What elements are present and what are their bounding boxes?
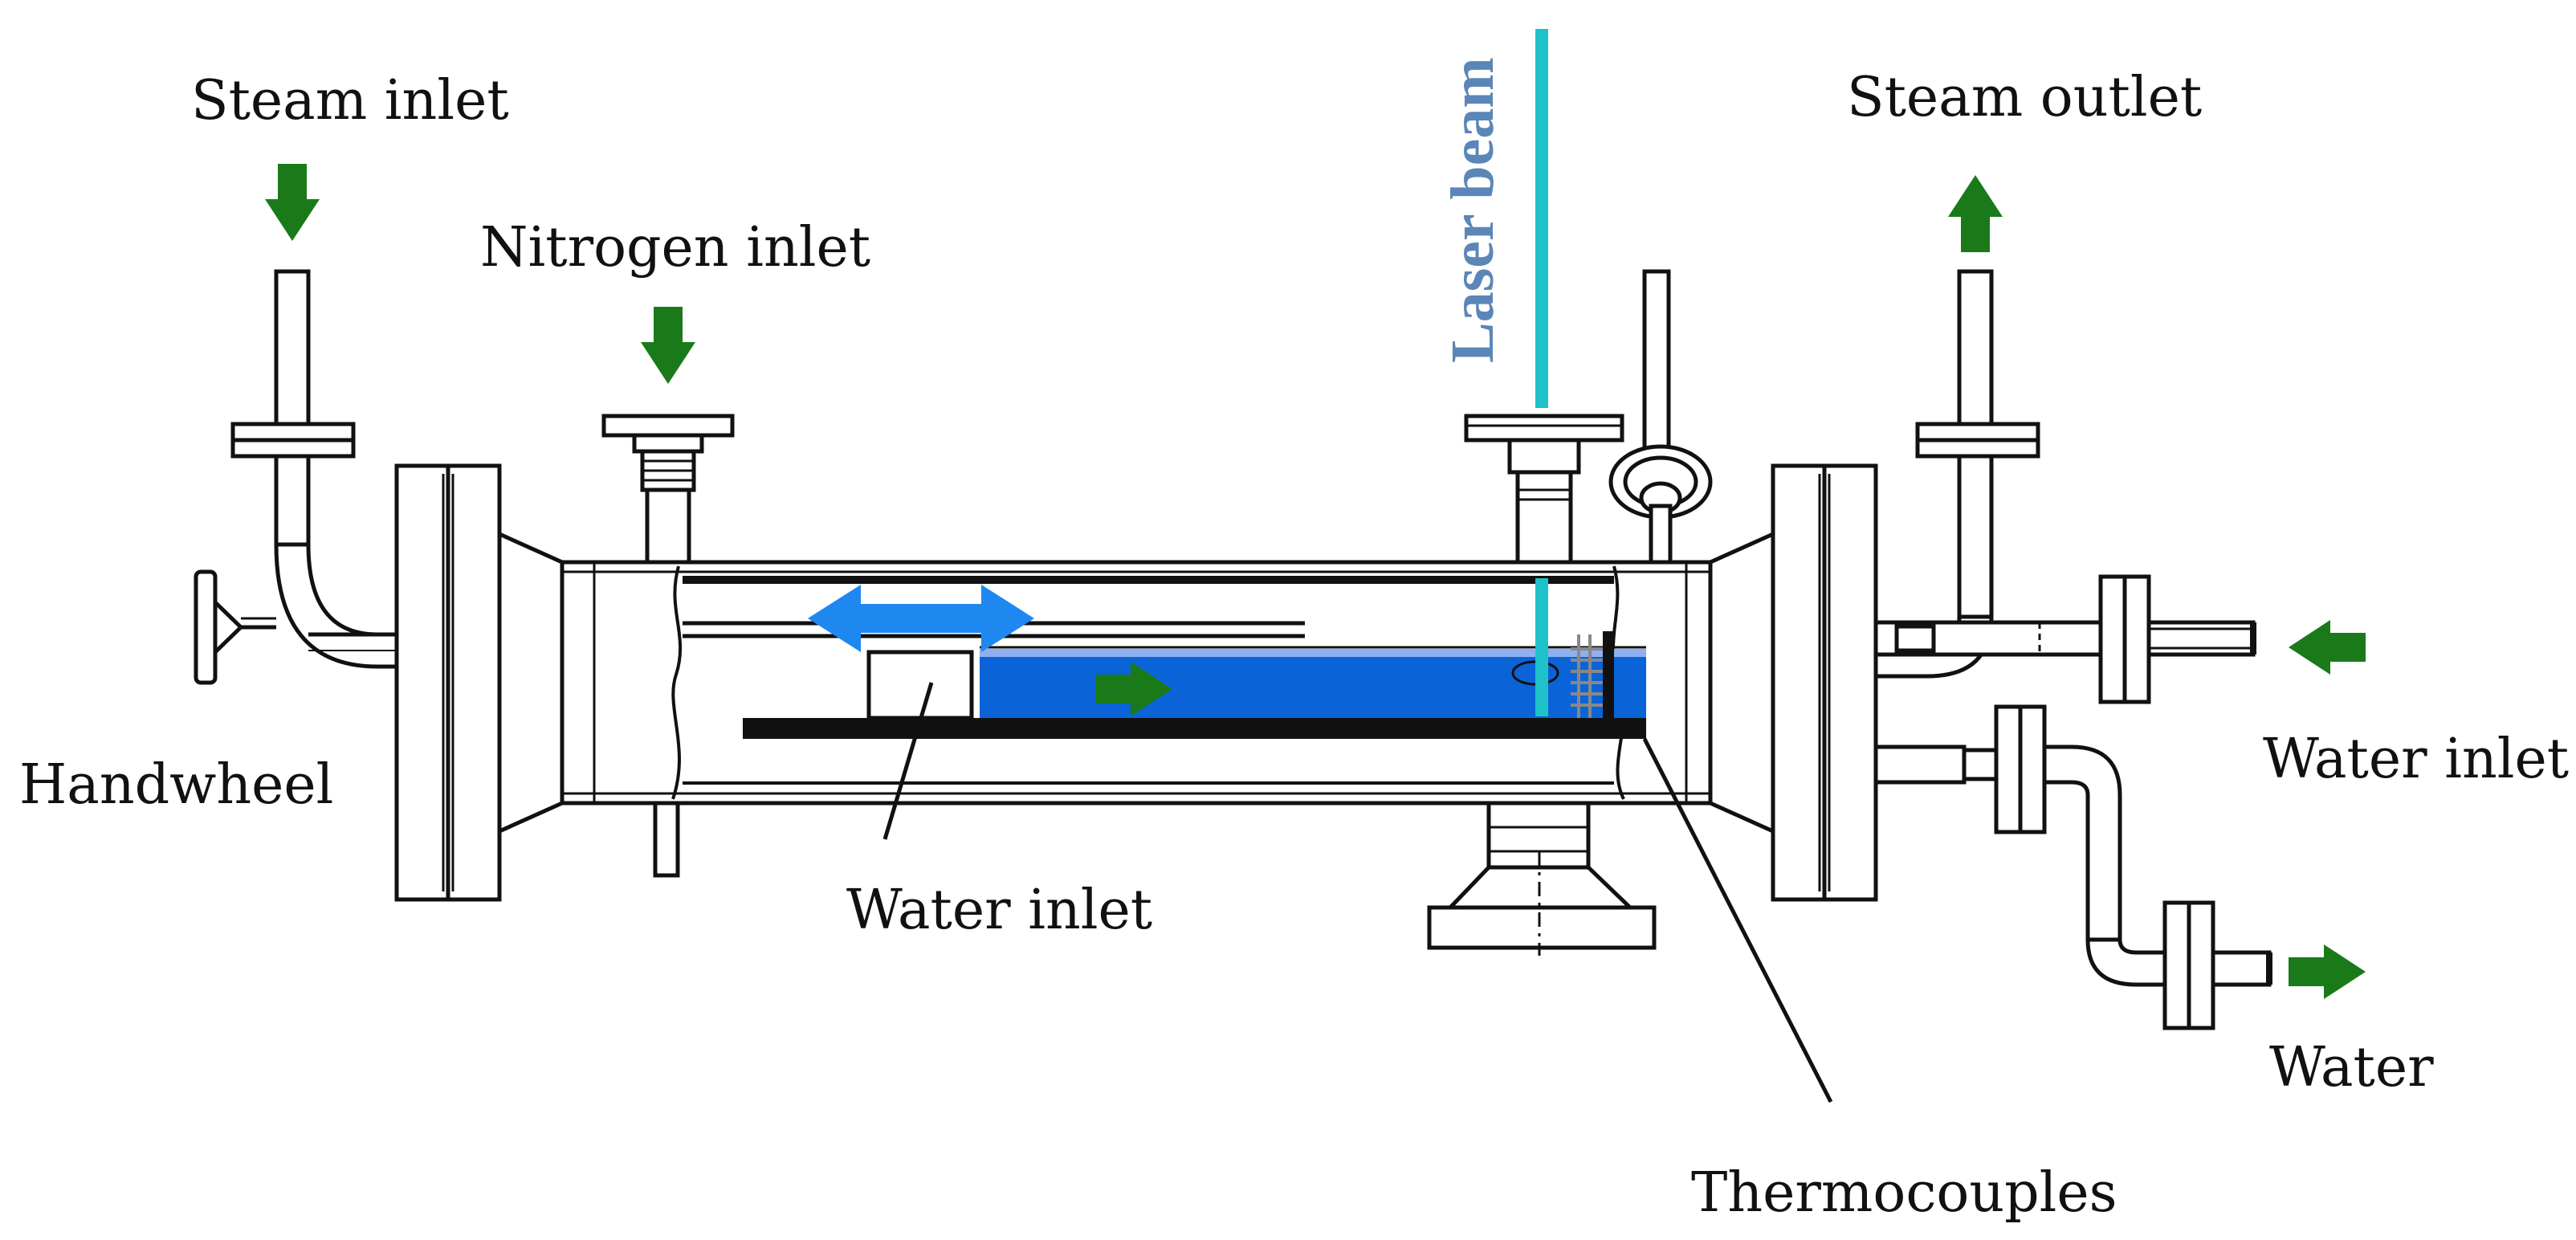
steam-outlet-pipe bbox=[1873, 269, 2040, 679]
nitrogen-inlet-label: Nitrogen inlet bbox=[480, 216, 871, 279]
left-end-flange bbox=[394, 463, 502, 902]
thermocouples-label: Thermocouples bbox=[1691, 1161, 2117, 1225]
nitrogen-inlet-nozzle bbox=[601, 414, 735, 565]
water-outlet-pipe bbox=[1873, 704, 2272, 1030]
right-cone bbox=[1708, 531, 1775, 834]
water-label: Water bbox=[2269, 1036, 2434, 1099]
water-inlet-inner-label: Water inlet bbox=[846, 879, 1153, 942]
traverse-arrow bbox=[808, 585, 1034, 652]
bottom-nozzle bbox=[1427, 801, 1657, 956]
steam-outlet-arrow bbox=[1948, 175, 2003, 252]
water-outlet-arrow bbox=[2289, 944, 2366, 999]
laser-beam bbox=[1535, 29, 1548, 716]
handwheel bbox=[194, 569, 276, 685]
water-inlet-pipe bbox=[1873, 574, 2256, 704]
nitrogen-inlet-arrow bbox=[641, 307, 695, 384]
water-inlet-arrow bbox=[2289, 620, 2366, 675]
steam-inlet-arrow bbox=[265, 164, 320, 241]
water-inlet-box bbox=[866, 650, 974, 720]
bottom-plate bbox=[743, 718, 1646, 739]
steam-inlet-pipe bbox=[230, 269, 399, 669]
steam-inlet-label: Steam inlet bbox=[191, 69, 509, 133]
thermocouple-rake bbox=[1511, 631, 1614, 720]
laser-window-nozzle bbox=[1464, 414, 1624, 565]
water-layer bbox=[980, 646, 1646, 718]
handwheel-label: Handwheel bbox=[19, 753, 334, 817]
left-cone bbox=[497, 531, 565, 834]
water-inlet-outer-label: Water inlet bbox=[2263, 728, 2570, 791]
steam-outlet-label: Steam outlet bbox=[1847, 66, 2203, 129]
bottom-drain-stub bbox=[653, 801, 680, 878]
pressure-gauge bbox=[1608, 269, 1713, 565]
laser-beam-label: Laser beam bbox=[1439, 57, 1506, 363]
leader-lines bbox=[882, 682, 1833, 1103]
right-end-flange bbox=[1771, 463, 1878, 902]
